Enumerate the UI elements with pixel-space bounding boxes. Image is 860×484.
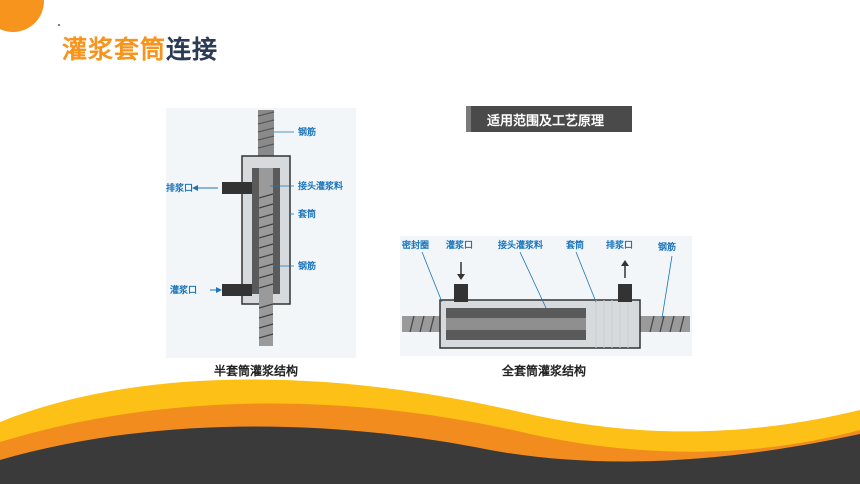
bottom-wave-decoration: [0, 379, 860, 484]
inlet-port: [222, 284, 252, 296]
half-sleeve-diagram: 钢筋 接头灌浆料 套筒 钢筋 排浆口 灌浆口: [166, 110, 343, 346]
rebar-top-shape: [258, 110, 274, 158]
label-full-inlet: 灌浆口: [446, 239, 473, 251]
title-rest: 连接: [166, 35, 219, 64]
full-sleeve-diagram: 密封圈 灌浆口 接头灌浆料 套筒 排浆口 钢筋: [401, 239, 690, 349]
label-rebar-top: 钢筋: [298, 126, 316, 138]
section-badge: 适用范围及工艺原理: [466, 106, 632, 132]
label-full-grout: 接头灌浆料: [498, 239, 543, 251]
label-grout: 接头灌浆料: [298, 180, 343, 192]
half-sleeve-caption: 半套筒灌浆结构: [214, 364, 299, 378]
label-rebar-bottom: 钢筋: [298, 260, 316, 272]
title-highlight: 灌浆套筒: [62, 35, 167, 64]
wave-dark: [0, 426, 860, 484]
label-full-rebar: 钢筋: [658, 241, 676, 253]
full-sleeve-rebar: [446, 318, 586, 330]
slide-title: 灌浆套筒连接: [62, 30, 218, 66]
label-seal: 密封圈: [401, 239, 429, 251]
full-inlet-port: [454, 284, 468, 302]
full-sleeve-caption: 全套筒灌浆结构: [502, 364, 587, 378]
half-sleeve-figure: 钢筋 接头灌浆料 套筒 钢筋 排浆口 灌浆口: [166, 108, 356, 358]
decor-dot: [58, 24, 60, 26]
badge-label: 适用范围及工艺原理: [487, 113, 605, 129]
label-full-outlet: 排浆口: [606, 239, 633, 251]
corner-decoration: [0, 0, 44, 32]
outlet-port: [222, 182, 252, 194]
label-full-sleeve: 套筒: [566, 239, 584, 251]
label-sleeve: 套筒: [298, 208, 316, 220]
full-sleeve-figure: 密封圈 灌浆口 接头灌浆料 套筒 排浆口 钢筋: [400, 236, 692, 356]
badge-accent-bar: [466, 106, 471, 132]
label-inlet: 灌浆口: [170, 284, 197, 296]
full-outlet-port: [618, 284, 632, 302]
rebar-inner: [259, 168, 273, 346]
label-outlet: 排浆口: [166, 182, 193, 194]
